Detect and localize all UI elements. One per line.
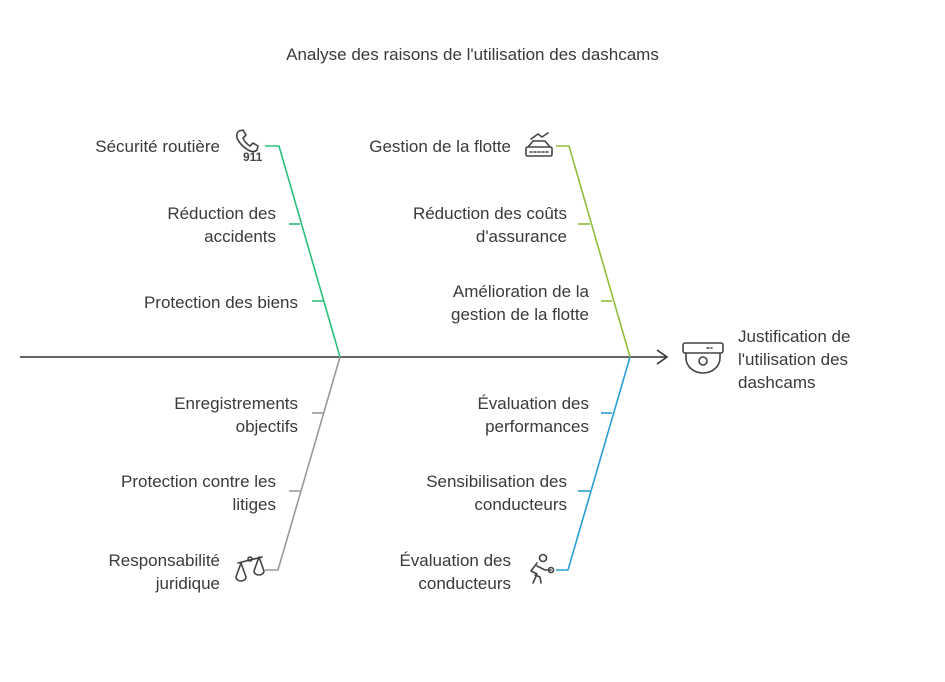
cause-evaluation-performances: Évaluation des performances <box>477 394 589 436</box>
cause-sensibilisation-conducteurs: Sensibilisation des conducteurs <box>426 472 567 514</box>
scales-icon <box>235 556 265 582</box>
spine-arrowhead <box>656 349 669 365</box>
cause-amelioration-gestion-flotte: Amélioration de la gestion de la flotte <box>451 282 589 324</box>
phone-911-icon: 911 <box>235 129 263 164</box>
branch-juridique <box>265 356 341 571</box>
category-label-securite: Sécurité routière <box>95 137 220 156</box>
svg-text:911: 911 <box>243 150 263 164</box>
effect-label: Justification de l'utilisation des dashc… <box>738 327 851 392</box>
dashcam-icon <box>682 342 724 374</box>
cause-protection-biens: Protection des biens <box>143 293 298 312</box>
category-label-conducteurs: Évaluation des conducteurs <box>399 551 511 593</box>
cause-reduction-couts-assurance: Réduction des coûts d'assurance <box>412 204 567 246</box>
branch-securite <box>265 145 341 358</box>
cause-enregistrements-objectifs: Enregistrements objectifs <box>174 394 298 436</box>
branch-conducteurs <box>556 356 631 571</box>
category-label-juridique: Responsabilité juridique <box>108 551 220 593</box>
cause-reduction-accidents: Réduction des accidents <box>167 204 276 246</box>
diagram-title: Analyse des raisons de l'utilisation des… <box>286 45 659 64</box>
driver-icon <box>530 553 555 584</box>
category-label-flotte: Gestion de la flotte <box>369 137 511 156</box>
branch-flotte <box>556 145 631 358</box>
cause-protection-litiges: Protection contre les litiges <box>121 472 276 514</box>
fleet-management-icon <box>525 132 553 157</box>
